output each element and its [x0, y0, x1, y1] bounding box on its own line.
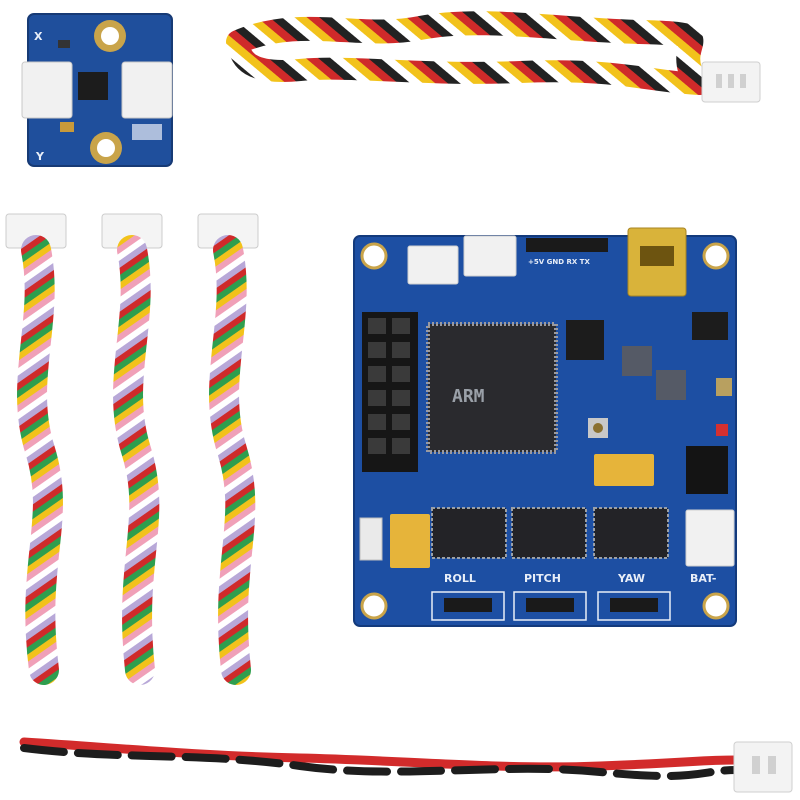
tantalum-cap-right [594, 454, 654, 486]
roll-motor-header [444, 598, 492, 612]
battery-connector [685, 509, 735, 567]
battery-cable [19, 737, 793, 793]
bat-label: BAT- [690, 572, 717, 585]
imu-connector-left [21, 61, 73, 119]
board-connector-aux [463, 235, 517, 277]
uart-label: +5V GND RX TX [528, 258, 590, 266]
sensor-cable-2 [101, 213, 163, 685]
svg-text:X: X [34, 30, 43, 43]
svg-text:Y: Y [35, 150, 45, 163]
controller-board: +5V GND RX TX ARM [353, 227, 737, 627]
board-connector-imu [407, 245, 459, 285]
imu-board: X Y [21, 13, 173, 167]
sensor-cable-1 [5, 213, 67, 685]
uart-header [526, 238, 608, 252]
servo-cable [226, 11, 761, 103]
yaw-label: YAW [617, 572, 645, 585]
motor-driver-roll [431, 507, 507, 559]
yaw-motor-header [610, 598, 658, 612]
battery-cable-plug [733, 741, 793, 793]
imu-connector-right [121, 61, 173, 119]
motor-driver-yaw [593, 507, 669, 559]
sensor-cable-3 [197, 213, 259, 685]
motor-driver-pitch [511, 507, 587, 559]
imu-sensor-chip [78, 72, 108, 100]
pitch-motor-header [526, 598, 574, 612]
pitch-label: PITCH [524, 572, 561, 585]
mcu-brand: ARM [452, 386, 485, 407]
roll-label: ROLL [444, 572, 476, 585]
tantalum-cap-left [390, 514, 430, 568]
mcu-chip [426, 322, 558, 454]
